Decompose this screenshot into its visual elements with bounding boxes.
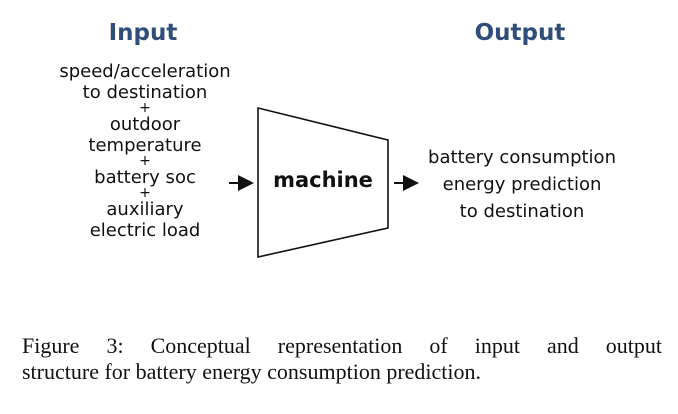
plus-sign: +	[139, 153, 151, 169]
output-heading: Output	[474, 20, 566, 46]
input-line-outdoor: outdoor	[109, 114, 181, 135]
machine-trapezoid	[257, 106, 389, 258]
output-line-battery-consumption: battery consumption	[428, 147, 616, 168]
caption-line-1: Figure 3: Conceptual representation of i…	[22, 333, 662, 359]
output-list: battery consumption energy prediction to…	[404, 144, 640, 225]
caption-word: output	[605, 333, 662, 358]
caption-word: of	[429, 333, 448, 358]
plus-sign: +	[139, 100, 151, 116]
input-line-electric-load: electric load	[89, 220, 201, 241]
input-line-temperature: temperature	[88, 135, 202, 156]
input-line-destination: to destination	[82, 82, 208, 103]
input-heading: Input	[108, 20, 178, 46]
caption-word: input	[474, 333, 520, 358]
input-line-battery-soc: battery soc	[94, 167, 196, 188]
machine-label: machine	[273, 168, 373, 192]
caption-word: 3:	[106, 333, 124, 358]
figure-caption: Figure 3: Conceptual representation of i…	[22, 333, 662, 385]
input-line-speed: speed/acceleration	[59, 61, 231, 82]
input-list: speed/acceleration to destination + outd…	[30, 61, 260, 241]
input-line-auxiliary: auxiliary	[106, 199, 184, 220]
caption-word: and	[546, 333, 579, 358]
output-line-to-destination: to destination	[459, 201, 585, 222]
caption-word: Figure	[22, 333, 80, 358]
caption-line-2: structure for battery energy consumption…	[22, 359, 482, 384]
output-line-energy-prediction: energy prediction	[442, 174, 602, 195]
caption-word: representation	[277, 333, 403, 358]
caption-word: Conceptual	[150, 333, 251, 358]
plus-sign: +	[139, 185, 151, 201]
